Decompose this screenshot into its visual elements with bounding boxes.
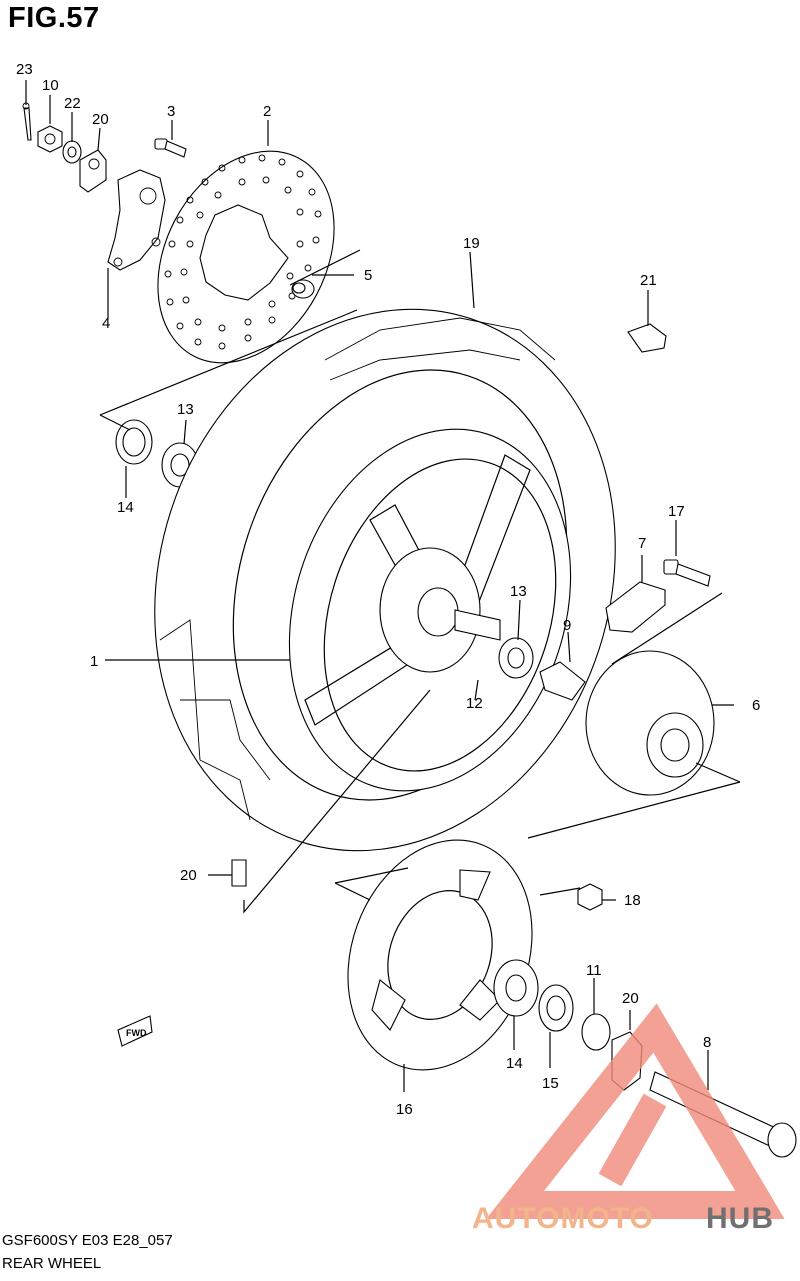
damper[interactable] xyxy=(605,581,666,633)
caliper-bracket[interactable] xyxy=(107,169,166,271)
callout: 4 xyxy=(102,315,110,332)
callout: 2 xyxy=(263,103,271,120)
callout: 11 xyxy=(586,962,602,979)
washer[interactable] xyxy=(62,140,82,164)
callout: 23 xyxy=(16,61,33,78)
fwd-label: FWD xyxy=(126,1028,147,1038)
sprocket[interactable] xyxy=(317,814,563,1096)
callout: 13 xyxy=(510,583,527,600)
watermark-text-part1: AUTOMOTO xyxy=(472,1202,654,1235)
cotter-pin[interactable] xyxy=(22,102,32,141)
callout-labels: 23 10 22 20 3 2 4 5 19 21 13 14 1 13 9 1… xyxy=(16,61,760,1118)
callout: 22 xyxy=(64,95,81,112)
model-code: GSF600SY E03 E28_057 xyxy=(2,1232,173,1249)
callout: 19 xyxy=(463,235,480,252)
callout: 5 xyxy=(364,267,372,284)
callout: 14 xyxy=(506,1055,523,1072)
collar[interactable] xyxy=(581,1013,611,1051)
leader-lines xyxy=(25,80,741,1092)
callout: 8 xyxy=(703,1034,711,1051)
stopper-plate[interactable] xyxy=(79,149,107,193)
callout: 20 xyxy=(180,867,197,884)
callout: 14 xyxy=(117,499,134,516)
callout: 13 xyxy=(177,401,194,418)
sprocket-nut[interactable] xyxy=(577,883,603,911)
wheel-rim[interactable] xyxy=(244,392,615,827)
callout: 16 xyxy=(396,1101,413,1118)
callout: 1 xyxy=(90,653,98,670)
figure-caption: REAR WHEEL xyxy=(2,1255,102,1272)
callout: 12 xyxy=(466,695,483,712)
hub-seal[interactable] xyxy=(538,984,574,1032)
callout: 20 xyxy=(92,111,109,128)
oil-seal[interactable] xyxy=(115,419,153,465)
disc-bolt[interactable] xyxy=(154,138,187,158)
carrier-bolt[interactable] xyxy=(663,559,711,587)
clip[interactable] xyxy=(627,323,667,353)
spacer[interactable] xyxy=(539,661,586,701)
sprocket-carrier[interactable] xyxy=(585,650,715,796)
callout: 15 xyxy=(542,1075,559,1092)
callout: 6 xyxy=(752,697,760,714)
castle-nut[interactable] xyxy=(37,125,63,153)
callout: 9 xyxy=(563,617,571,634)
callout: 10 xyxy=(42,77,59,94)
bearing-right[interactable] xyxy=(498,637,534,679)
watermark-text-part2: HUB xyxy=(706,1202,774,1235)
brake-disc[interactable] xyxy=(123,121,369,394)
callout: 18 xyxy=(624,892,641,909)
callout: 17 xyxy=(668,503,685,520)
callout: 20 xyxy=(622,990,639,1007)
callout: 3 xyxy=(167,103,175,120)
figure-title: FIG.57 xyxy=(8,2,100,34)
watermark-logo xyxy=(486,1003,785,1219)
air-valve[interactable] xyxy=(231,859,247,887)
callout: 21 xyxy=(640,272,657,289)
fwd-arrow: FWD xyxy=(117,1015,153,1047)
callout: 7 xyxy=(638,535,646,552)
bushing[interactable] xyxy=(291,279,315,299)
hub-bearing[interactable] xyxy=(493,959,539,1017)
